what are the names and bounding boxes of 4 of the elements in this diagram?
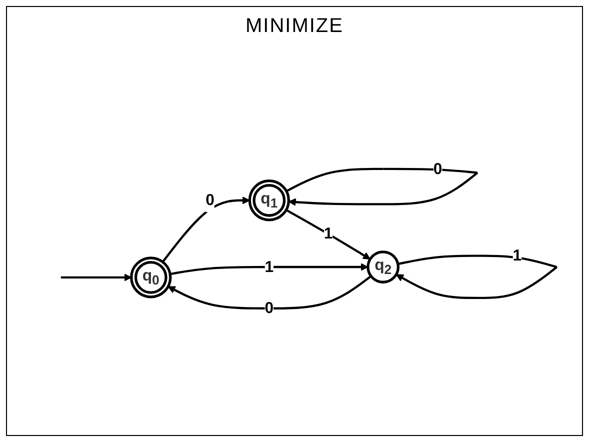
- state-circle: q$_{1}$: [248, 180, 290, 222]
- state-circle: q$_{0}$: [130, 256, 172, 299]
- diagram-title: MINIMIZE: [246, 15, 344, 38]
- state-circle: q$_{2}$: [366, 250, 400, 284]
